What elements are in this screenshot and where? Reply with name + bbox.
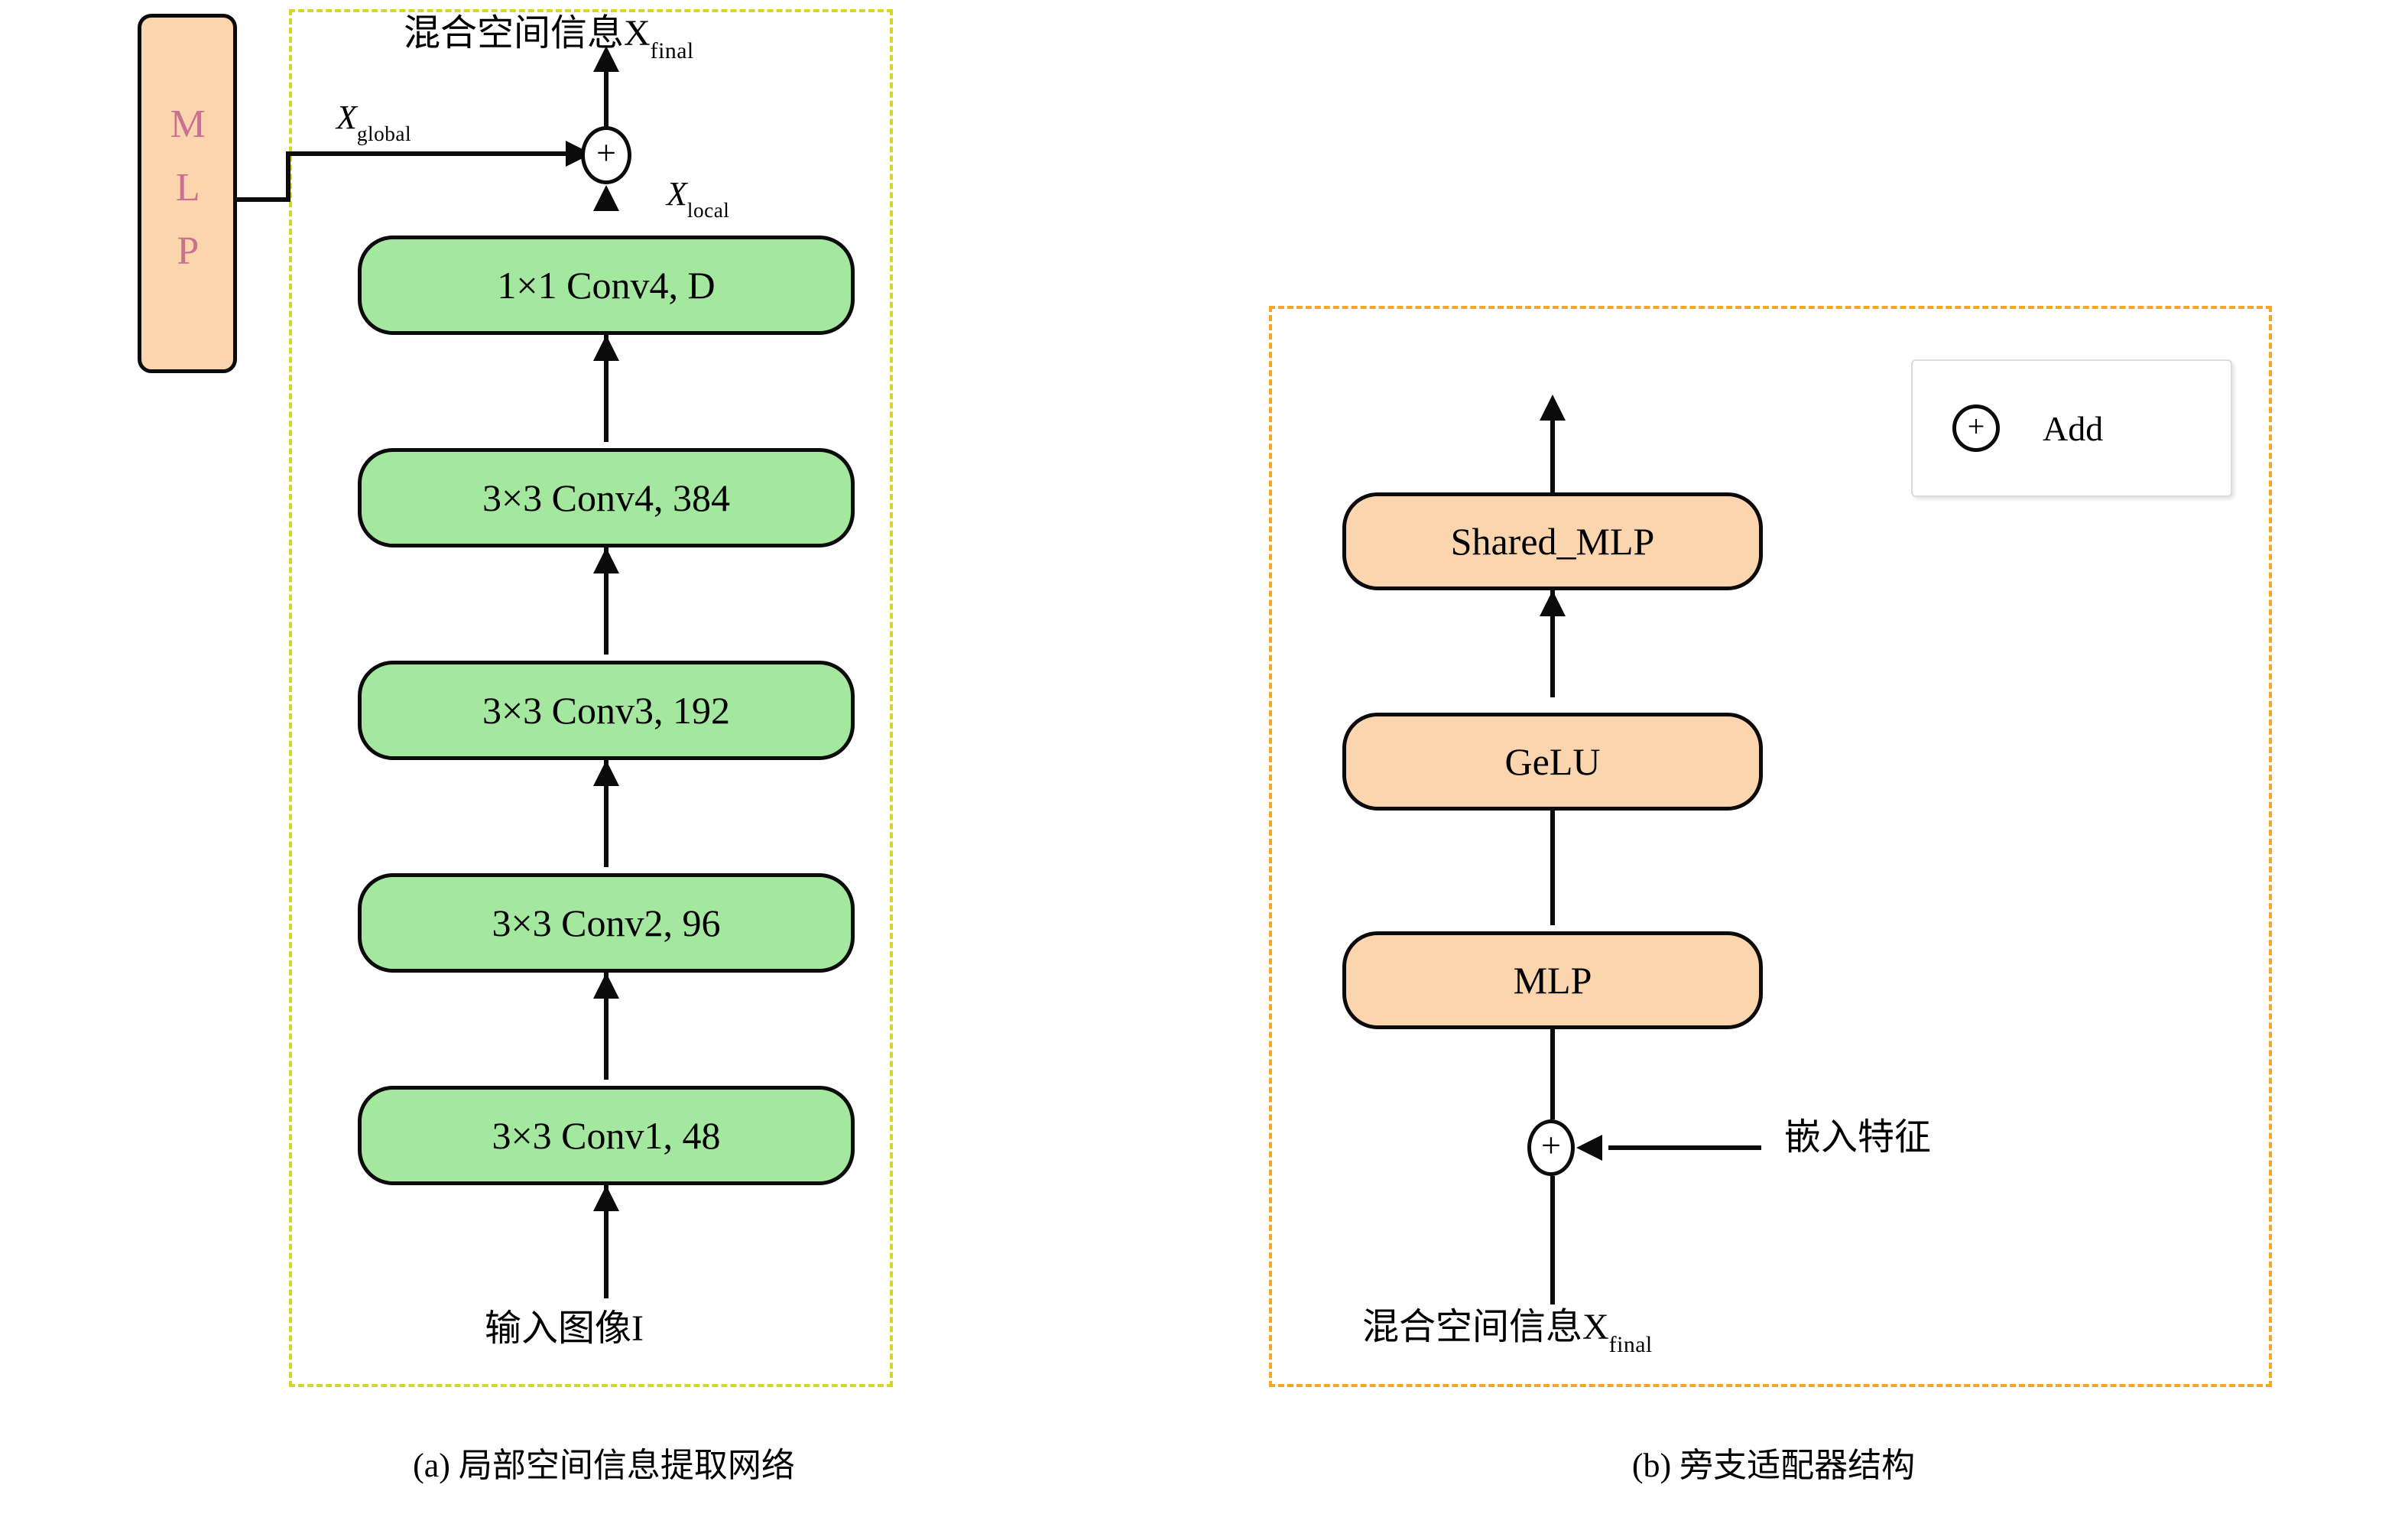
panel-a-input-arrowhead-icon: [593, 1185, 619, 1211]
conv-block-3x3-conv4[interactable]: 3×3 Conv4, 384: [358, 448, 855, 547]
panel-a-input-label: 输入图像I: [485, 1308, 644, 1349]
panel-b-block-mlp[interactable]: MLP: [1342, 931, 1763, 1029]
conv-link-3-to-4-arrowhead-icon: [593, 547, 619, 573]
panel-b-block-gelu-label: GeLU: [1504, 739, 1601, 783]
conv-block-3x3-conv2[interactable]: 3×3 Conv2, 96: [358, 873, 855, 973]
conv-block-3x3-conv2-label: 3×3 Conv2, 96: [492, 901, 721, 944]
panel-a-caption: (a) 局部空间信息提取网络: [413, 1447, 795, 1484]
panel-b-add-symbol: +: [1541, 1126, 1561, 1165]
panel-b-input-label: 混合空间信息Xfinal: [1362, 1307, 1653, 1357]
panel-a-output-text: 混合空间信息X: [404, 13, 651, 54]
conv-block-3x3-conv1[interactable]: 3×3 Conv1, 48: [358, 1086, 855, 1185]
conv-block-3x3-conv1-label: 3×3 Conv1, 48: [492, 1113, 721, 1157]
x-global-symbol: X: [336, 99, 357, 136]
panel-b-block-shared-mlp-label: Shared_MLP: [1450, 519, 1655, 563]
conv-link-3-to-4: [604, 547, 608, 655]
legend-add-label: Add: [2043, 408, 2104, 448]
conv-link-2-to-3-arrowhead-icon: [593, 760, 619, 786]
x-global-label: Xglobal: [336, 99, 411, 145]
panel-b-side-input-label: 嵌入特征: [1784, 1117, 1932, 1158]
panel-a-output-arrowhead-icon: [593, 46, 619, 72]
panel-b-input-text: 混合空间信息X: [1362, 1307, 1609, 1347]
conv-block-1x1-conv4[interactable]: 1×1 Conv4, D: [358, 236, 855, 335]
x-local-label: Xlocal: [667, 175, 729, 221]
panel-b-block-gelu[interactable]: GeLU: [1342, 713, 1763, 811]
conv-block-3x3-conv3[interactable]: 3×3 Conv3, 192: [358, 661, 855, 760]
conv-link-4-to-5-arrowhead-icon: [593, 335, 619, 361]
mlp-connector-segment-2: [286, 151, 290, 202]
legend-add-circle-icon: +: [1952, 404, 2000, 452]
panel-b-link-gelu-to-shared-mlp: [1550, 590, 1555, 697]
mlp-connector-segment-1: [235, 197, 290, 202]
panel-a-dashed-border: [289, 9, 893, 1387]
panel-b-input-line: [1550, 1176, 1555, 1304]
add-legend-box: + Add: [1911, 359, 2232, 497]
conv-block-1x1-conv4-label: 1×1 Conv4, D: [497, 263, 716, 307]
panel-a-output-line: [604, 65, 608, 128]
panel-b-output-arrowhead-icon: [1540, 395, 1566, 421]
x-local-symbol: X: [667, 175, 687, 213]
panel-a-output-subscript: final: [650, 38, 694, 64]
panel-b-caption: (b) 旁支适配器结构: [1631, 1447, 1916, 1484]
panel-a-input-line: [604, 1185, 608, 1298]
panel-a-output-label: 混合空间信息Xfinal: [404, 13, 694, 63]
panel-a-side-mlp-block[interactable]: MLP: [138, 14, 237, 373]
panel-b-dashed-border: [1269, 306, 2272, 1387]
panel-b-output-line: [1550, 413, 1555, 497]
panel-b-input-subscript: final: [1608, 1332, 1653, 1358]
panel-a-add-symbol: +: [596, 133, 616, 172]
panel-b-block-mlp-label: MLP: [1513, 958, 1592, 1002]
panel-b-add-to-mlp-line: [1550, 1029, 1555, 1119]
conv-link-4-to-5: [604, 335, 608, 442]
conv-link-1-to-2: [604, 973, 608, 1080]
legend-add-symbol: +: [1967, 409, 1985, 443]
x-local-subscript: local: [686, 198, 730, 222]
panel-b-side-input-arrowhead-icon: [1576, 1135, 1602, 1161]
panel-a-add-node[interactable]: +: [581, 126, 631, 184]
panel-b-block-shared-mlp[interactable]: Shared_MLP: [1342, 492, 1763, 590]
conv-block-3x3-conv3-label: 3×3 Conv3, 192: [482, 688, 731, 732]
x-global-subscript: global: [356, 122, 412, 145]
panel-b-link-mlp-to-gelu: [1550, 811, 1555, 925]
conv-link-2-to-3: [604, 760, 608, 867]
conv-link-1-to-2-arrowhead-icon: [593, 973, 619, 999]
panel-b-add-node[interactable]: +: [1527, 1119, 1575, 1176]
x-local-arrowhead-icon: [593, 185, 619, 211]
panel-a-side-mlp-label: MLP: [166, 102, 210, 293]
panel-b-side-input-line: [1608, 1145, 1761, 1150]
panel-b-link-gelu-to-shared-mlp-arrowhead-icon: [1540, 590, 1566, 616]
mlp-connector-segment-3: [286, 151, 569, 156]
conv-block-3x3-conv4-label: 3×3 Conv4, 384: [482, 476, 731, 519]
